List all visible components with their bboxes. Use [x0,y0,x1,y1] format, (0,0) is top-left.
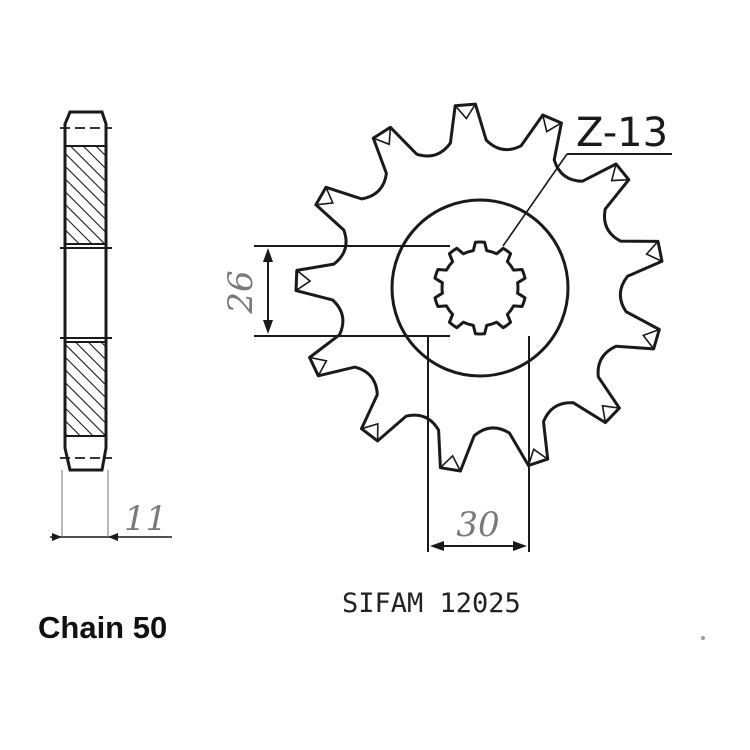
tooth-tip [295,268,312,293]
spline-arrow-left [430,541,444,551]
tooth-tip [642,328,661,351]
width-arrow-right [108,533,118,541]
bore-arrow-bottom [263,320,273,334]
tooth-leader [502,153,568,247]
tooth-tip [438,454,462,473]
stray-dot [701,636,705,640]
tooth-tip [527,448,550,467]
tooth-tips [295,103,664,473]
spline-bore [433,240,527,336]
hub-circle [390,198,570,378]
spline-dimension: 30 [456,505,499,545]
chain-size-label: Chain 50 [38,610,167,645]
side-view: 11 [50,110,172,541]
tooth-tip [645,239,664,263]
front-view: 26 30 Z-13 [221,102,672,552]
width-arrow-left [52,533,62,541]
bore-arrow-top [263,248,273,262]
tooth-tip [359,422,379,443]
tooth-tip [308,356,328,378]
tooth-tip [314,185,334,206]
width-dimension: 11 [124,499,167,539]
spline-arrow-right [513,541,527,551]
tooth-tip [601,404,622,425]
tooth-tip [541,113,564,133]
tooth-tip [453,103,477,120]
sprocket-outline [294,102,664,473]
tooth-count-label: Z-13 [576,110,668,156]
bore-dimension: 26 [221,270,261,314]
hatch-upper [64,145,107,245]
tooth-tip [371,125,392,146]
tooth-tip [610,162,631,182]
reference-code: SIFAM 12025 [342,588,521,619]
hatch-lower [64,341,107,437]
